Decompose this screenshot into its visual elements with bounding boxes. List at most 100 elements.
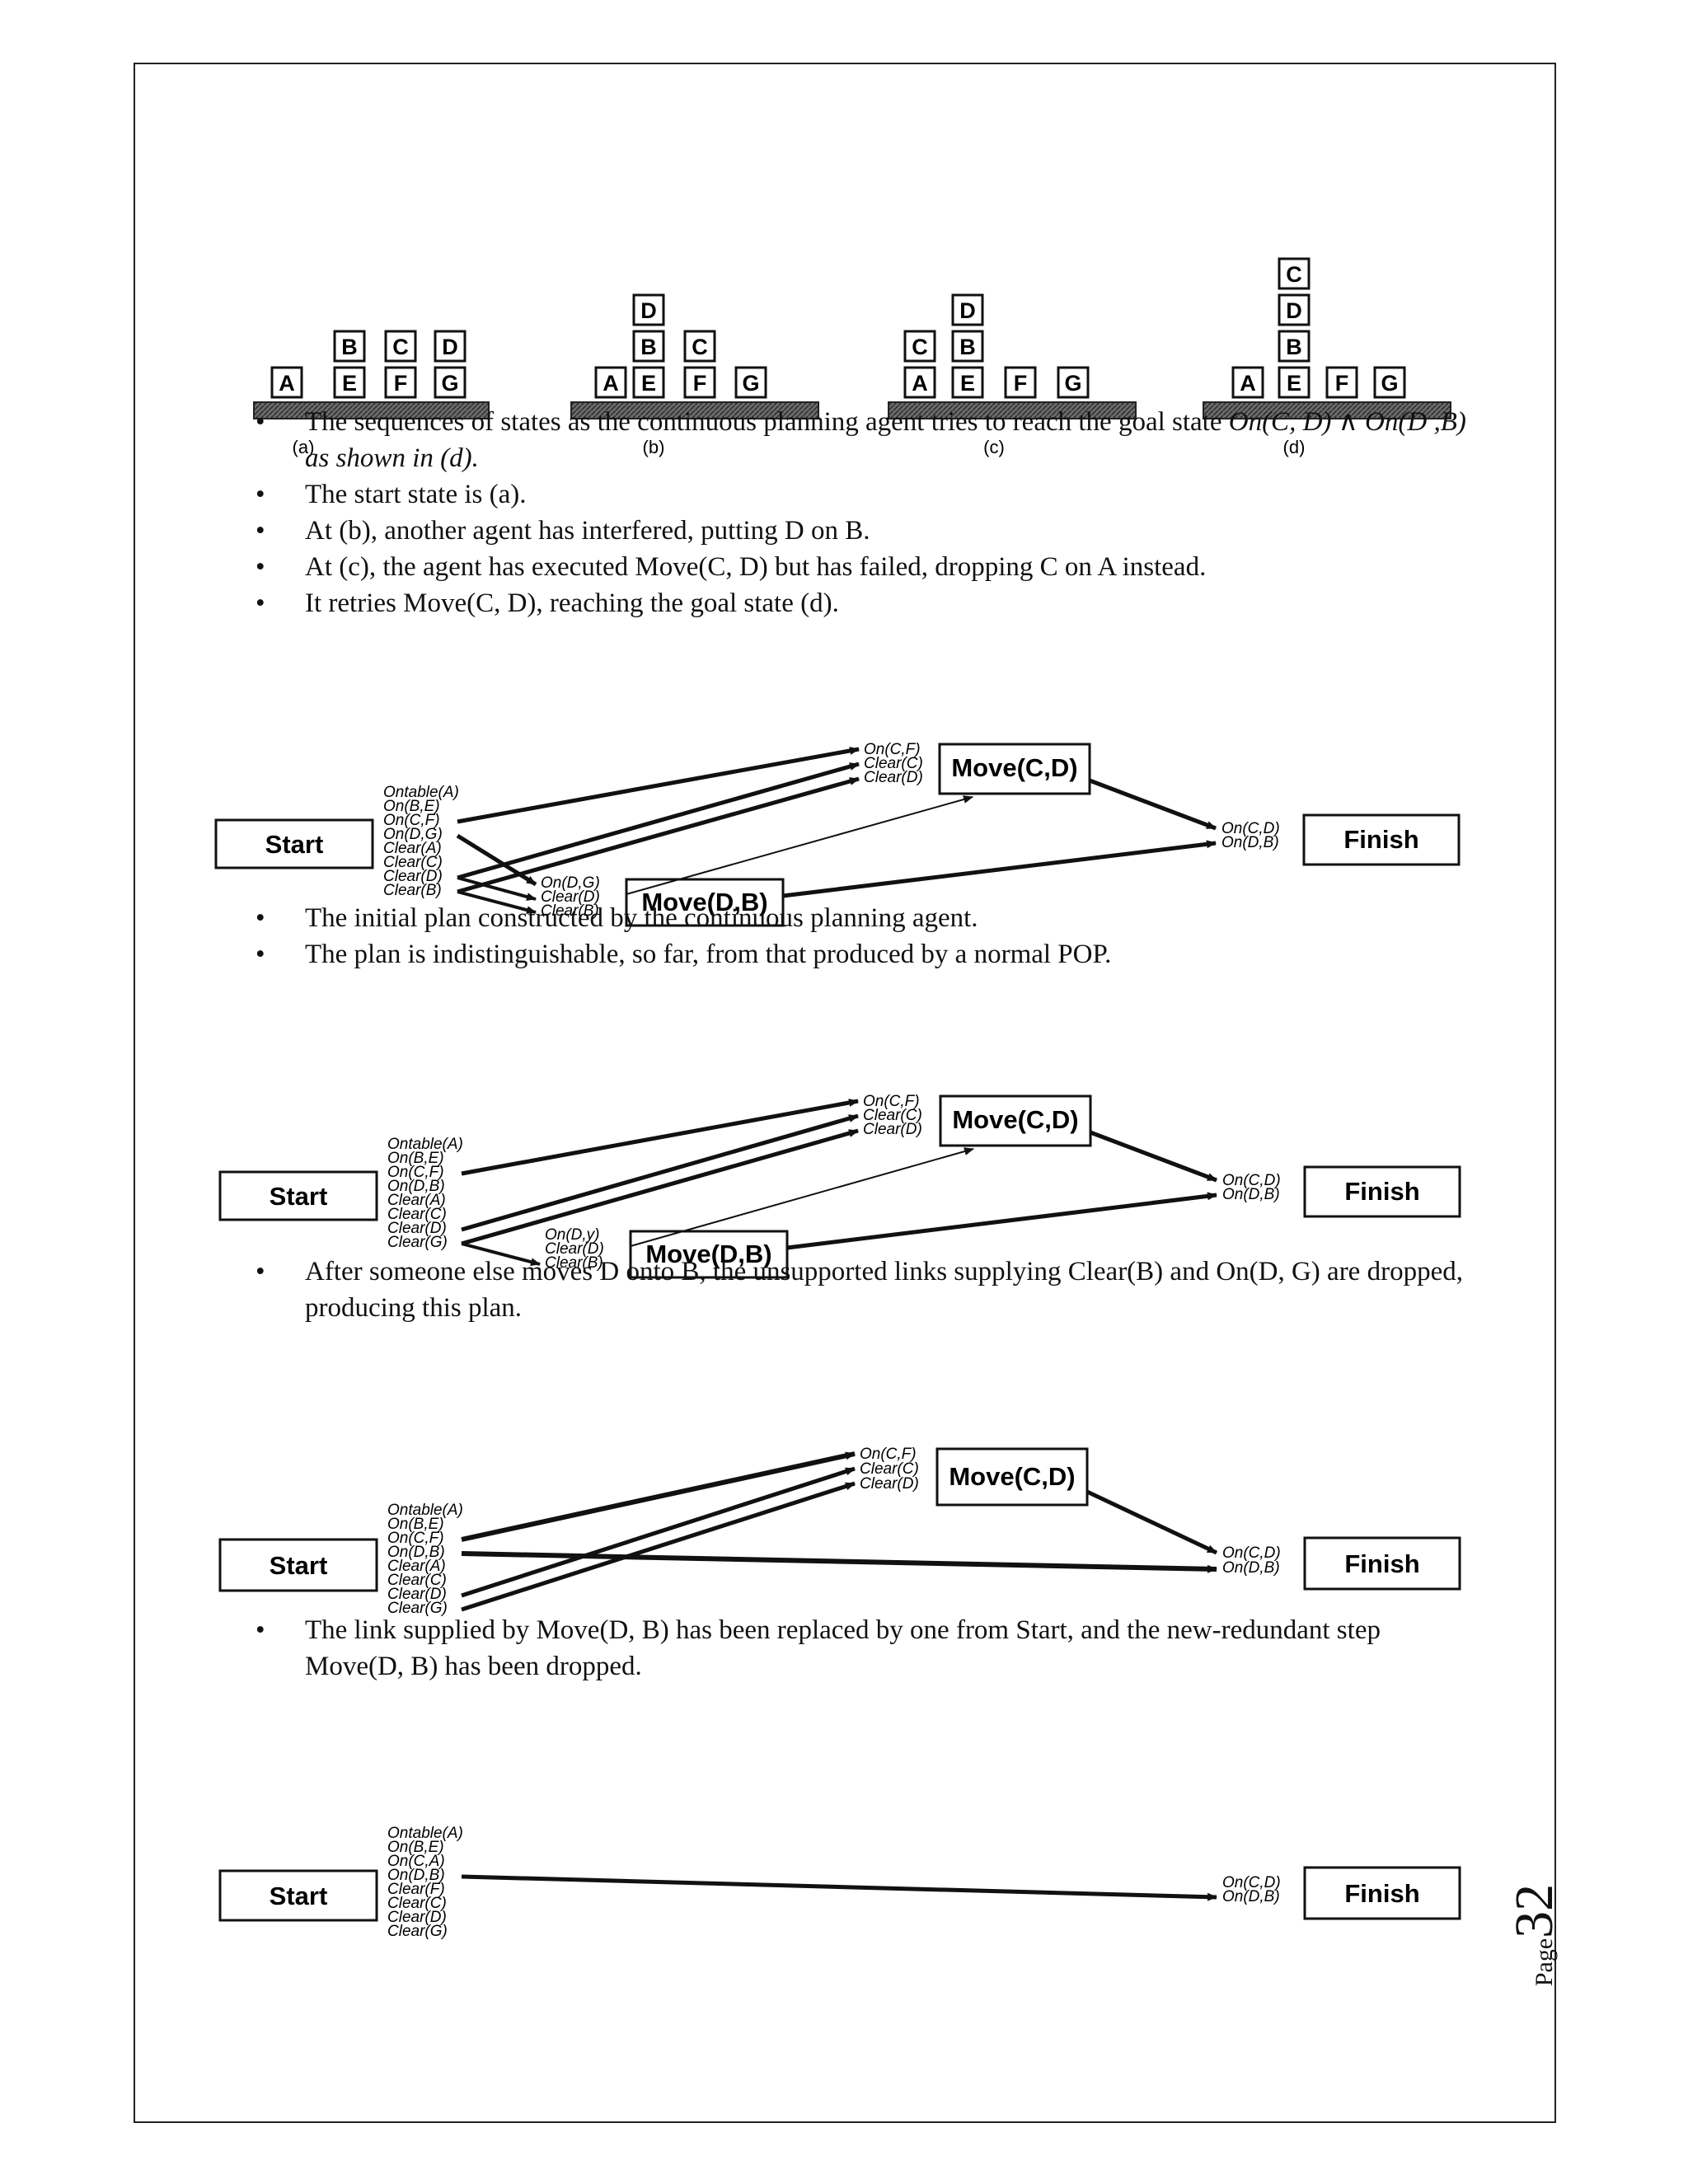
start-box [214,818,374,869]
finish-preconds: On(C,D) On(D,B) [1221,820,1280,851]
precond: On(C,D) [1222,1172,1281,1189]
precond: On(D,B) [1222,1888,1280,1905]
effect: Clear(A) [387,1558,446,1575]
block: F [693,371,707,396]
effect: On(D,B) [387,1178,445,1195]
bullet-item: It retries Move(C, D), reaching the goal… [256,585,1475,621]
effect: Clear(D) [387,1909,447,1926]
effect: On(B,E) [383,798,440,815]
start-box [218,1538,378,1592]
effect: Clear(G) [387,1234,448,1251]
finish-label: Finish [1344,1879,1419,1908]
page-number: Page32 [1504,1869,1564,2001]
block: A [603,371,619,396]
start-effects: Ontable(A) On(B,E) On(C,F) On(D,B) Clear… [387,1502,463,1617]
effect: Clear(C) [387,1206,447,1223]
effect: Ontable(A) [387,1136,463,1153]
start-box [218,1170,378,1221]
causal-links [461,1451,1218,1612]
stack-d-3: G [1373,366,1406,399]
finish-box [1302,813,1461,866]
effect: On(C,F) [387,1164,444,1181]
bullet-item: The sequences of states as the continuou… [256,404,1475,476]
finish-preconds: On(C,D) On(D,B) [1222,1874,1281,1905]
effect: On(D,G) [383,826,443,843]
block: A [912,371,928,396]
finish-label: Finish [1344,1177,1419,1206]
causal-links [461,1874,1217,1901]
effect: Clear(C) [387,1895,447,1912]
bullet-item: The link supplied by Move(D, B) has been… [256,1612,1475,1685]
effect: Clear(C) [383,854,443,871]
start-label: Start [270,1882,328,1910]
effect: Ontable(A) [383,784,459,801]
block: C [1286,262,1302,287]
start-effects: Ontable(A) On(B,E) On(C,F) On(D,G) Clear… [383,784,459,899]
stack-d-2: F [1325,366,1358,399]
precond: On(C,D) [1222,1874,1281,1891]
effect: Clear(D) [387,1220,447,1237]
stack-b-0: A [594,366,627,399]
precond: Clear(D) [864,769,923,786]
effect: Clear(A) [387,1192,446,1209]
finish-preconds: On(C,D) On(D,B) [1222,1544,1281,1577]
precond: On(C,D) [1222,1544,1281,1562]
precond: On(C,D) [1221,820,1280,837]
start-label: Start [270,1182,328,1211]
block: D [1286,298,1302,323]
bullets-plan-3: The link supplied by Move(D, B) has been… [256,1612,1475,1685]
effect: Clear(C) [387,1572,447,1589]
move-cd-preconds: On(C,F) Clear(C) Clear(D) [864,741,923,786]
block: G [1381,371,1398,396]
effect: On(D,B) [387,1544,445,1561]
block: B [640,335,657,359]
move-cd-preconds: On(C,F) Clear(C) Clear(D) [863,1093,922,1138]
bullets-plan-1: The initial plan constructed by the cont… [256,900,1475,972]
causal-links [461,1099,1217,1267]
stack-b-1: E B D [632,293,665,399]
effect: On(B,E) [387,1516,444,1533]
block: A [279,371,295,396]
effect: Ontable(A) [387,1502,463,1519]
block: E [1287,371,1301,396]
plan-4-svg: Start Ontable(A) On(B,E) On(C,A) On(D,B)… [218,1825,1461,1940]
block: D [959,298,976,323]
block: G [1064,371,1081,396]
precond: On(D,y) [545,1226,600,1244]
move-cd-box [939,1094,1092,1147]
block: B [1286,335,1302,359]
bullet-item: The initial plan constructed by the cont… [256,900,1475,936]
stack-d-1: E B D C [1278,257,1311,399]
start-effects: Ontable(A) On(B,E) On(C,F) On(D,B) Clear… [387,1136,463,1251]
block: F [394,371,408,396]
stack-b-2: F C [683,330,716,399]
precond: Clear(C) [860,1460,919,1478]
effect: Clear(F) [387,1881,445,1898]
effect: Clear(D) [387,1586,447,1603]
effect: Clear(D) [383,868,443,885]
precond: On(D,B) [1222,1186,1280,1203]
precond: On(C,F) [864,741,921,758]
move-cd-label: Move(C,D) [952,1105,1078,1134]
effect: On(C,F) [387,1530,444,1547]
effect: On(B,E) [387,1839,444,1856]
bullet-item: At (b), another agent has interfered, pu… [256,513,1475,549]
bullet-text: The sequences of states as the continuou… [305,407,1229,437]
precond: On(C,F) [863,1093,920,1110]
plan-diagram-3: Start Ontable(A) On(B,E) On(C,F) On(D,B)… [218,1441,1471,1638]
effect: Clear(B) [383,882,442,899]
stack-c-3: G [1057,366,1090,399]
block: E [641,371,656,396]
block: C [912,335,928,359]
effect: On(D,B) [387,1867,445,1884]
bullet-item: The start state is (a). [256,476,1475,513]
effect: On(C,F) [383,812,440,829]
stack-b-3: G [734,366,767,399]
page-label: Page [1531,1938,1558,1987]
finish-box [1303,1866,1461,1920]
effect: On(C,A) [387,1853,445,1870]
bullets-plan-2: After someone else moves D onto B, the u… [256,1254,1475,1326]
finish-label: Finish [1343,825,1418,854]
block: E [342,371,357,396]
page-number-value: 32 [1504,1883,1564,1938]
